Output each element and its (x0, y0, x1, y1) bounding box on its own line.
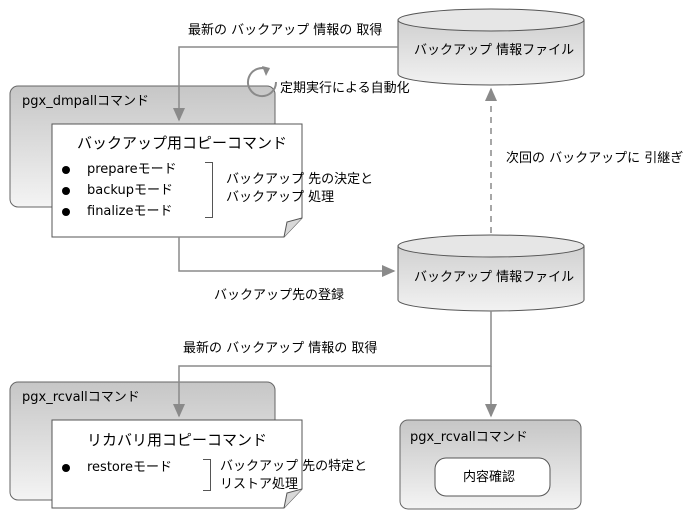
bullet-icon (62, 187, 70, 195)
label-get-latest-top: 最新の バックアップ 情報の 取得 (188, 23, 383, 38)
label-register-dest: バックアップ先の登録 (214, 288, 345, 303)
dmpall-mode-finalize: finalizeモード (87, 204, 173, 219)
bullet-icon (62, 208, 70, 216)
cycle-icon (247, 66, 278, 98)
backup-info-file-top (397, 8, 585, 86)
dmpall-note-line1: バックアップ 先の決定と (226, 172, 374, 187)
rcvall-note-line1: バックアップ 先の特定と (220, 459, 368, 474)
label-next-backup: 次回の バックアップに 引継ぎ (506, 151, 684, 166)
bullet-icon (62, 464, 70, 472)
rcvall-brace (203, 459, 211, 491)
backup-info-file-middle (397, 234, 585, 312)
arrow-register-dest (178, 237, 396, 277)
dmpall-mode-backup: backupモード (87, 183, 173, 198)
file-top-label: バックアップ 情報ファイル (414, 43, 575, 58)
file-middle-label: バックアップ 情報ファイル (414, 270, 575, 285)
dmpall-brace (205, 162, 213, 218)
dmpall-title: pgx_dmpallコマンド (22, 94, 150, 109)
bullet-icon (62, 166, 70, 174)
rcvall-note-line2: リストア処理 (220, 477, 299, 492)
label-auto-exec: 定期実行による自動化 (280, 81, 410, 96)
rcvall-mode-restore: restoreモード (87, 460, 172, 475)
label-get-latest-bottom: 最新の バックアップ 情報の 取得 (183, 341, 378, 356)
dmpall-note-line2: バックアップ 処理 (226, 190, 335, 205)
arrow-get-latest-bottom (173, 311, 492, 418)
rcvall-check-title: pgx_rcvallコマンド (410, 430, 528, 445)
rcvall-title: pgx_rcvallコマンド (22, 390, 140, 405)
content-check-box[interactable] (434, 457, 551, 497)
rcvall-doc-title: リカバリ用コピーコマンド (87, 431, 268, 449)
content-check-label[interactable]: 内容確認 (463, 470, 516, 485)
dmpall-mode-prepare: prepareモード (87, 162, 177, 177)
dmpall-doc-title: バックアップ用コピーコマンド (77, 134, 288, 152)
arrow-get-latest-top (173, 46, 398, 122)
